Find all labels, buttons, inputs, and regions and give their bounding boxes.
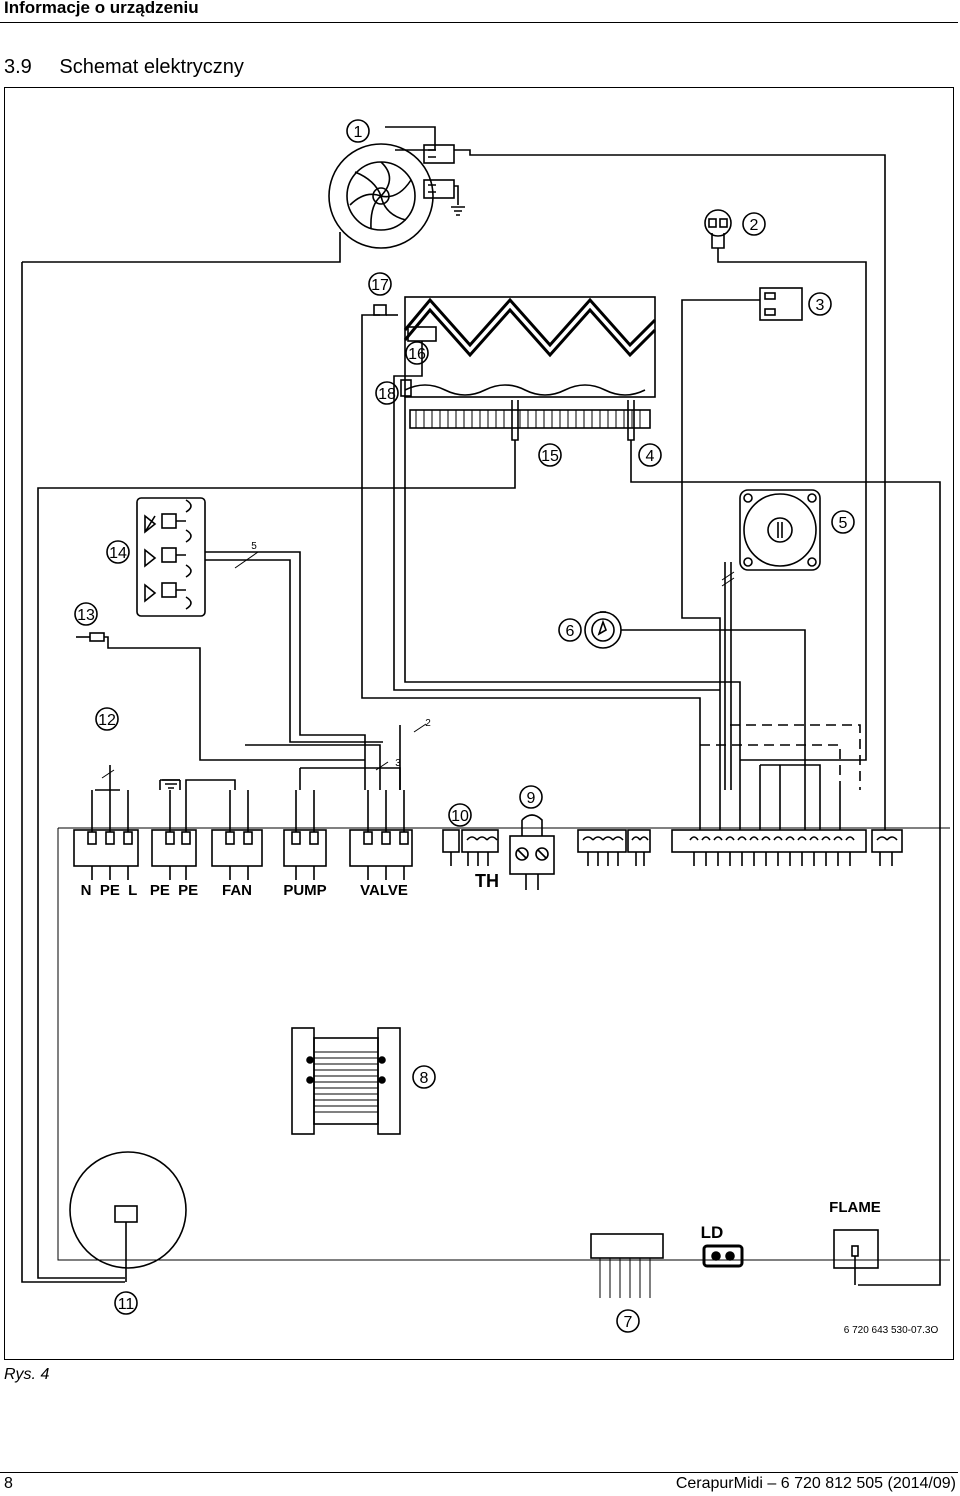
- flame-sensor: [833, 1229, 879, 1285]
- callout-14: 14: [109, 545, 127, 562]
- callout-6: 6: [566, 623, 575, 640]
- callout-numbers: 1 2 3 4 5 6 7 8 9 10 11 12 13 14 15 16 1…: [77, 124, 938, 1336]
- callout-5: 5: [839, 515, 848, 532]
- wire-count-5: 5: [251, 541, 257, 552]
- label-fan: FAN: [222, 882, 252, 899]
- document-id: CerapurMidi – 6 720 812 505 (2014/09): [675, 1475, 956, 1492]
- callout-12: 12: [98, 712, 116, 729]
- wire-count-2: 2: [425, 718, 431, 729]
- callouts: [74, 119, 855, 1333]
- limiter-component: [681, 287, 803, 790]
- page-number: 8: [4, 1475, 13, 1492]
- callout-11: 11: [118, 1296, 135, 1313]
- heat-exchanger: [37, 296, 941, 1286]
- gas-valve: [136, 497, 383, 790]
- running-header: Informacje o urządzeniu: [4, 0, 199, 17]
- callout-8: 8: [420, 1070, 429, 1087]
- section-number: 3.9: [4, 56, 32, 78]
- terminal-blocks: [57, 779, 950, 1261]
- callout-4: 4: [646, 448, 655, 465]
- ignition-plug: [76, 632, 365, 761]
- label-valve: VALVE: [360, 882, 408, 899]
- bus-wires: [21, 232, 861, 1283]
- callout-16: 16: [408, 346, 426, 363]
- label-pump: PUMP: [283, 882, 326, 899]
- callout-17: 17: [371, 277, 389, 294]
- flow-sensor: [584, 611, 806, 790]
- label-th: TH: [475, 871, 499, 891]
- callout-13: 13: [77, 607, 95, 624]
- callout-18: 18: [378, 386, 396, 403]
- callout-15: 15: [541, 448, 559, 465]
- figure-caption: Rys. 4: [4, 1366, 50, 1383]
- callout-1: 1: [354, 124, 363, 141]
- callout-9: 9: [527, 790, 536, 807]
- transformer: [291, 1027, 401, 1135]
- diagnostic-connector: [590, 1233, 664, 1298]
- callout-3: 3: [816, 297, 825, 314]
- wire-count-3: 3: [395, 758, 401, 769]
- figure-code: 6 720 643 530-07.3O: [844, 1325, 939, 1336]
- header-rule: [0, 22, 958, 23]
- label-flame: FLAME: [829, 1199, 881, 1216]
- label-pe-pe: PE PE: [150, 882, 198, 899]
- sensor-component: [704, 209, 867, 761]
- section-title: 3.9 Schemat elektryczny: [4, 56, 244, 79]
- callout-2: 2: [750, 217, 759, 234]
- section-heading: Schemat elektryczny: [59, 56, 244, 78]
- label-ld: LD: [701, 1223, 724, 1242]
- callout-10: 10: [451, 808, 469, 825]
- fan-component: [328, 126, 886, 790]
- pump-component: [721, 489, 821, 790]
- diagram-frame: [4, 87, 954, 1360]
- pressure-gauge: [69, 1151, 187, 1282]
- callout-7: 7: [624, 1314, 633, 1331]
- led-indicator: [702, 1244, 744, 1268]
- label-n-pe-l: N PE L: [81, 882, 138, 899]
- footer-rule: [0, 1472, 958, 1473]
